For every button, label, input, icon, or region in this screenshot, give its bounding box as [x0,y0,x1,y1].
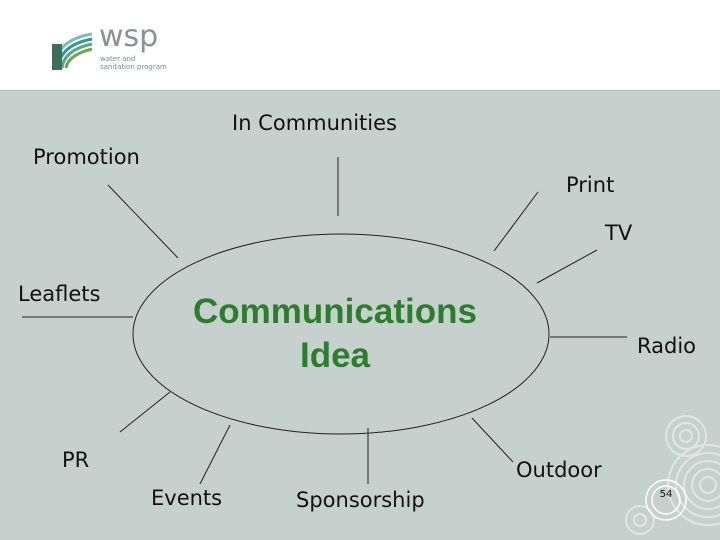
logo-subtitle-line1: water and [100,55,136,63]
center-title: Communications Idea [150,290,520,378]
spoke-pr [119,391,171,433]
logo-wordmark: wsp [99,19,159,54]
logo-subtitle: water and sanitation program [100,55,190,71]
label-pr: PR [62,448,90,472]
header: wsp water and sanitation program [0,0,720,90]
center-ellipse [132,233,550,435]
label-print: Print [566,173,615,197]
spokes [22,157,627,485]
center-title-line1: Communications [193,292,477,331]
label-promotion: Promotion [33,145,140,169]
spoke-tv [536,249,598,284]
label-radio: Radio [637,334,697,358]
spoke-print [493,191,539,252]
wsp-logo-icon [52,32,93,70]
label-tv: TV [605,221,633,245]
center-title-line2: Idea [299,336,371,375]
logo-subtitle-line2: sanitation program [100,63,167,71]
divider [0,90,720,91]
spoke-outdoor [471,417,514,463]
decorative-circles [625,415,720,535]
spoke-promotion [107,184,179,259]
label-leaflets: Leaflets [18,282,101,306]
page-number: 54 [659,489,673,500]
label-in-communities: In Communities [232,111,397,135]
label-sponsorship: Sponsorship [296,488,425,512]
page-number-ring [645,479,687,521]
spoke-events [199,424,231,485]
label-events: Events [151,486,223,510]
label-outdoor: Outdoor [516,458,602,482]
